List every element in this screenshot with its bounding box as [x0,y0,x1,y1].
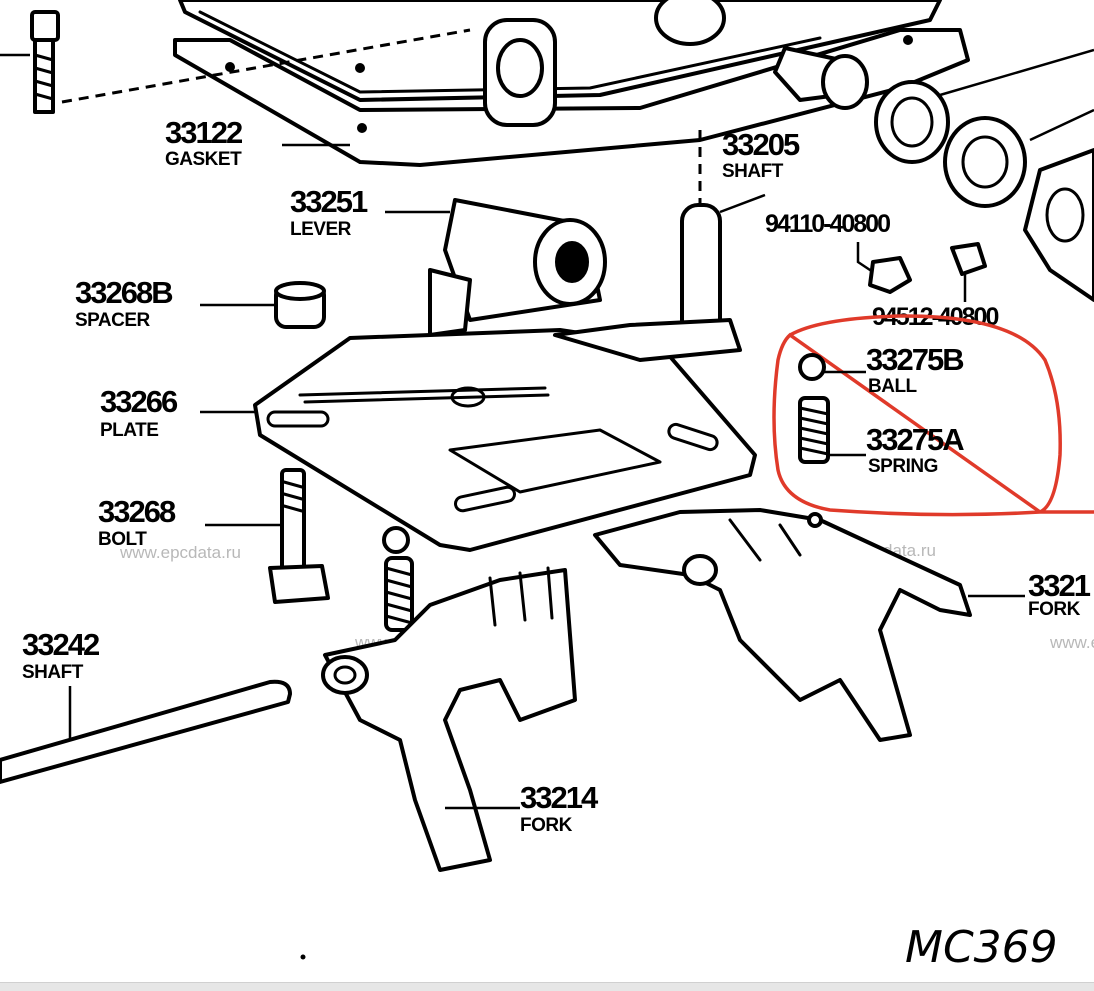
diagram-code: MC369 [905,922,1058,973]
label-33205: 33205 SHAFT [722,127,802,182]
ball-33275b [798,353,826,381]
watermark-far-right: www.epcdata.ru [1049,633,1094,652]
label-33242: 33242 SHAFT [22,627,101,683]
part-number-33266: 33266 [100,384,178,419]
part-name-gasket: GASKET [165,149,242,170]
label-3321x: 3321 FORK [1028,568,1093,620]
part-number-33275b: 33275B [866,342,963,377]
spacer-33268b [200,281,326,329]
part-name-plate: PLATE [100,420,158,441]
part-number-33242: 33242 [22,627,99,662]
label-33251: 33251 LEVER [290,184,370,240]
part-number-33268: 33268 [98,494,176,529]
part-number-33214: 33214 [520,780,599,815]
fork-3321x [593,508,1025,742]
part-number-33251: 33251 [290,184,368,219]
detent-ball-spring [382,526,414,632]
part-number-33122: 33122 [165,115,242,150]
spring-33275a [798,396,830,464]
part-name-lever: LEVER [290,219,352,240]
watermark-left: www.epcdata.ru [119,543,241,562]
label-33214: 33214 FORK [520,780,601,836]
label-94110: 94110-40800 [765,210,892,238]
part-name-ball: BALL [868,376,918,397]
nut-94512 [950,242,987,302]
part-number-94110-40800: 94110-40800 [765,210,890,238]
highlighted-group: 33275B BALL 33275A SPRING [772,314,1094,517]
part-number-33268b: 33268B [75,275,172,310]
bottom-bar [0,982,1094,991]
lever-33251 [385,198,607,337]
part-name-shaft-bottom: SHAFT [22,662,84,683]
part-number-33275a: 33275A [866,422,964,457]
label-33122: 33122 GASKET [165,115,350,170]
housing-cover [173,0,970,167]
part-name-fork-bottom: FORK [520,815,573,836]
label-33268b: 33268B SPACER [75,275,174,331]
plate-33266 [200,318,757,552]
part-name-bolt: BOLT [98,529,147,550]
label-33266: 33266 PLATE [100,384,180,441]
collar-parts [773,46,1094,302]
highlight-circle [772,314,1094,517]
part-name-spacer: SPACER [75,310,151,331]
shaft-33242 [0,679,292,784]
bolt-top-left [0,10,471,114]
part-number-33205: 33205 [722,127,800,162]
part-name-spring: SPRING [868,456,938,477]
nut-94110 [856,242,912,294]
part-name-shaft-top: SHAFT [722,161,784,182]
fork-33214 [321,566,577,872]
part-name-fork-right: FORK [1028,599,1081,620]
bolt-33268 [205,468,330,604]
label-33268: 33268 BOLT [98,494,178,550]
part-number-3321x: 3321 [1028,568,1091,603]
